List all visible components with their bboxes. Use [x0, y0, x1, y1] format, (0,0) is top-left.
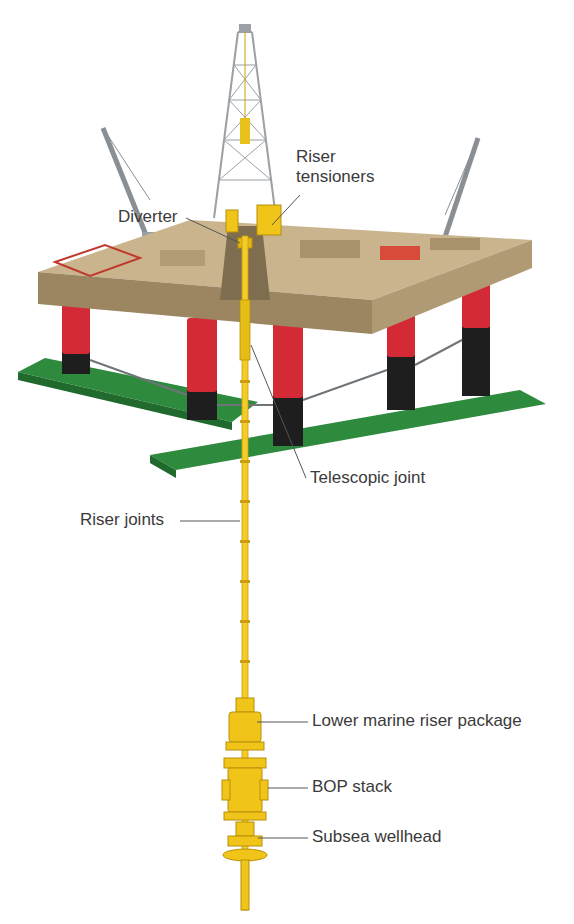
part-label: Telescopic joint [310, 468, 510, 488]
subsea-wellhead [223, 822, 267, 910]
part-label: Riser tensioners [296, 147, 386, 188]
part-label: BOP stack [312, 777, 512, 797]
deck [38, 220, 532, 334]
bracing [90, 340, 462, 405]
part-label: Diverter [118, 207, 238, 227]
part-label: Subsea wellhead [312, 827, 512, 847]
derrick [214, 24, 276, 218]
riser-tensioner [226, 205, 281, 248]
bop-stack [222, 758, 268, 820]
part-label: Riser joints [80, 510, 220, 530]
lmrp [226, 698, 264, 750]
leader-line [180, 195, 308, 838]
part-label: Lower marine riser package [312, 711, 567, 731]
